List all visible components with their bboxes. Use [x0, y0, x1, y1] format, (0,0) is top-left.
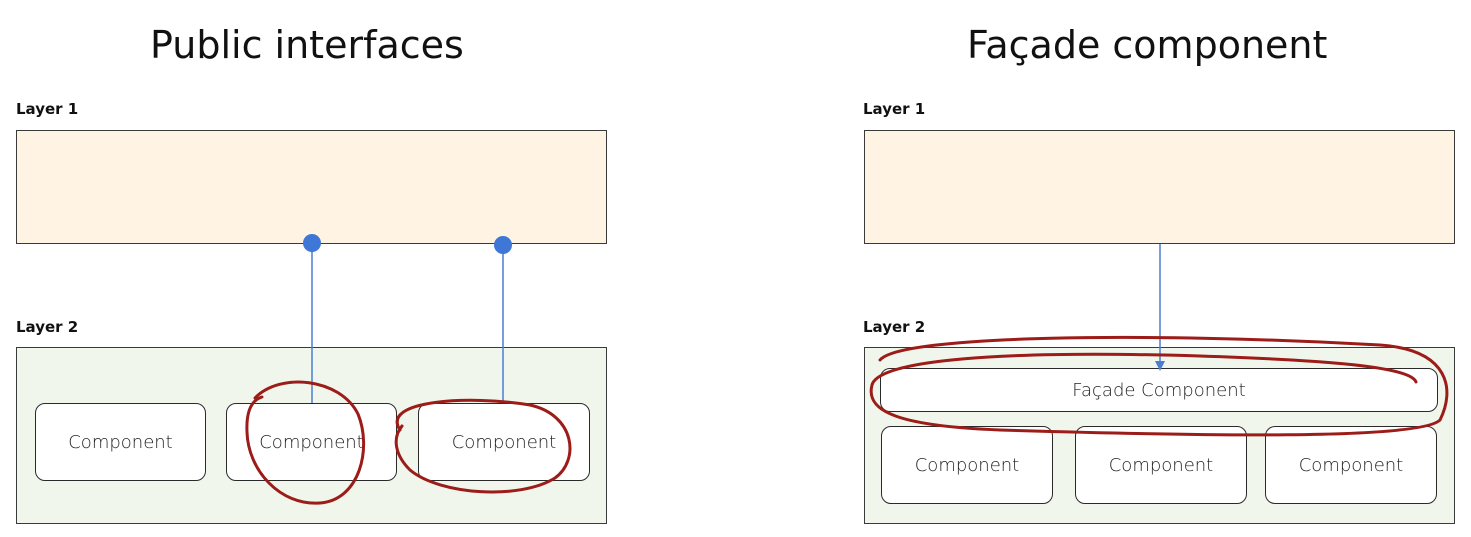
- layer-2-label: Layer 2: [863, 318, 926, 336]
- component-box: Component: [1265, 426, 1437, 504]
- facade-component-box: Façade Component: [880, 368, 1438, 412]
- component-box: Component: [418, 403, 590, 481]
- component-box: Component: [35, 403, 206, 481]
- component-box: Component: [226, 403, 397, 481]
- layer-1-box: [16, 130, 607, 244]
- layer-1-box: [864, 130, 1455, 244]
- layer-2-label: Layer 2: [16, 318, 79, 336]
- diagram-title: Public interfaces: [150, 23, 464, 67]
- diagram-title: Façade component: [967, 23, 1328, 67]
- component-box: Component: [1075, 426, 1247, 504]
- layer-1-label: Layer 1: [863, 100, 926, 118]
- facade-component-diagram: Façade component Layer 1 Layer 2 Façade …: [735, 0, 1471, 537]
- layer-1-label: Layer 1: [16, 100, 79, 118]
- public-interfaces-diagram: Public interfaces Layer 1 Layer 2 Compon…: [0, 0, 720, 537]
- component-box: Component: [881, 426, 1053, 504]
